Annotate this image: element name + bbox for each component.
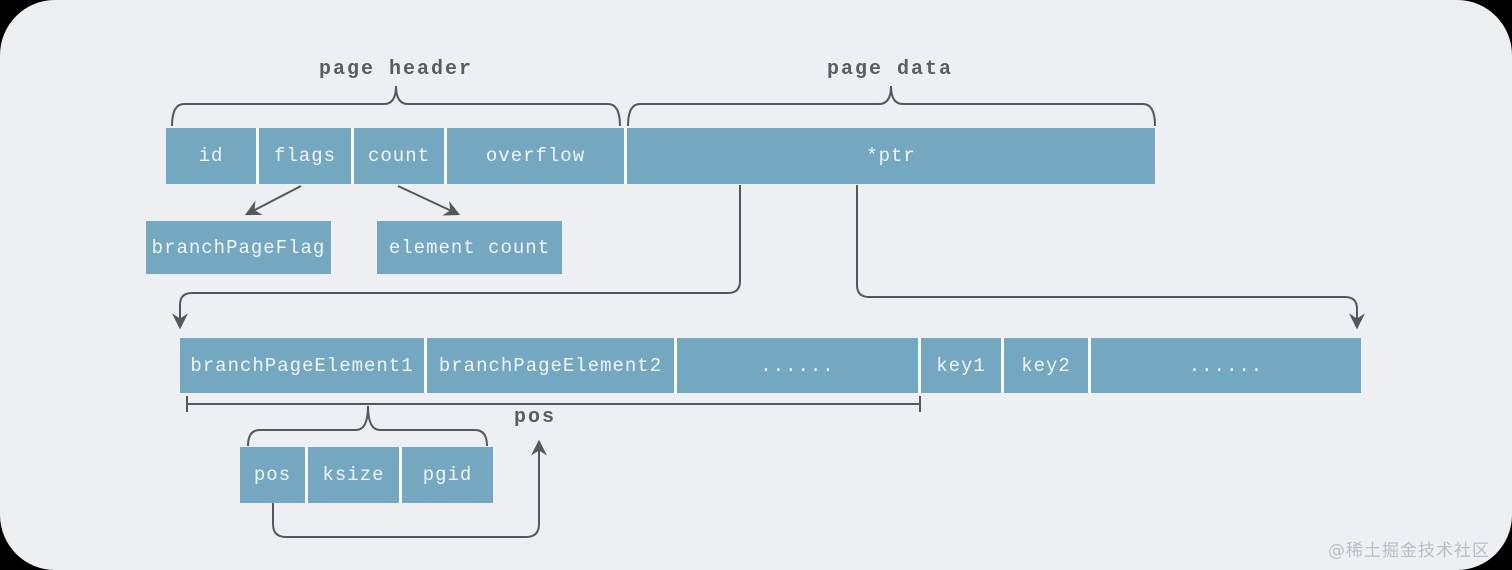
- cell-pgid: pgid: [402, 447, 493, 503]
- page-header-label: page header: [318, 58, 474, 81]
- cell-element-ellipsis: ......: [677, 338, 918, 393]
- element-row: branchPageElement1 branchPageElement2 ..…: [180, 338, 1361, 393]
- pos-pointer-label: pos: [513, 406, 556, 429]
- cell-branch-page-element-1: branchPageElement1: [180, 338, 424, 393]
- element-struct-brace: [247, 405, 488, 447]
- cell-overflow: overflow: [447, 128, 624, 184]
- watermark: @稀土掘金技术社区: [1328, 541, 1490, 561]
- page-header-brace: [171, 85, 621, 127]
- cell-key1: key1: [921, 338, 1001, 393]
- element-struct-row: pos ksize pgid: [240, 447, 493, 503]
- page-row: id flags count overflow *ptr: [166, 128, 1155, 184]
- count-expansion-arrow: [397, 185, 461, 216]
- cell-branch-page-element-2: branchPageElement2: [427, 338, 674, 393]
- branch-page-flag-box: branchPageFlag: [146, 221, 331, 274]
- page-data-brace: [627, 85, 1156, 127]
- cell-id: id: [166, 128, 256, 184]
- cell-key2: key2: [1004, 338, 1088, 393]
- element-count-box: element count: [377, 221, 562, 274]
- cell-key-ellipsis: ......: [1091, 338, 1361, 393]
- flags-expansion-arrow: [244, 185, 302, 216]
- ptr-right-connector: [856, 185, 1365, 330]
- cell-count: count: [354, 128, 444, 184]
- cell-ksize: ksize: [308, 447, 399, 503]
- cell-pos: pos: [240, 447, 305, 503]
- cell-ptr: *ptr: [627, 128, 1155, 184]
- page-data-label: page data: [826, 58, 954, 81]
- cell-flags: flags: [259, 128, 351, 184]
